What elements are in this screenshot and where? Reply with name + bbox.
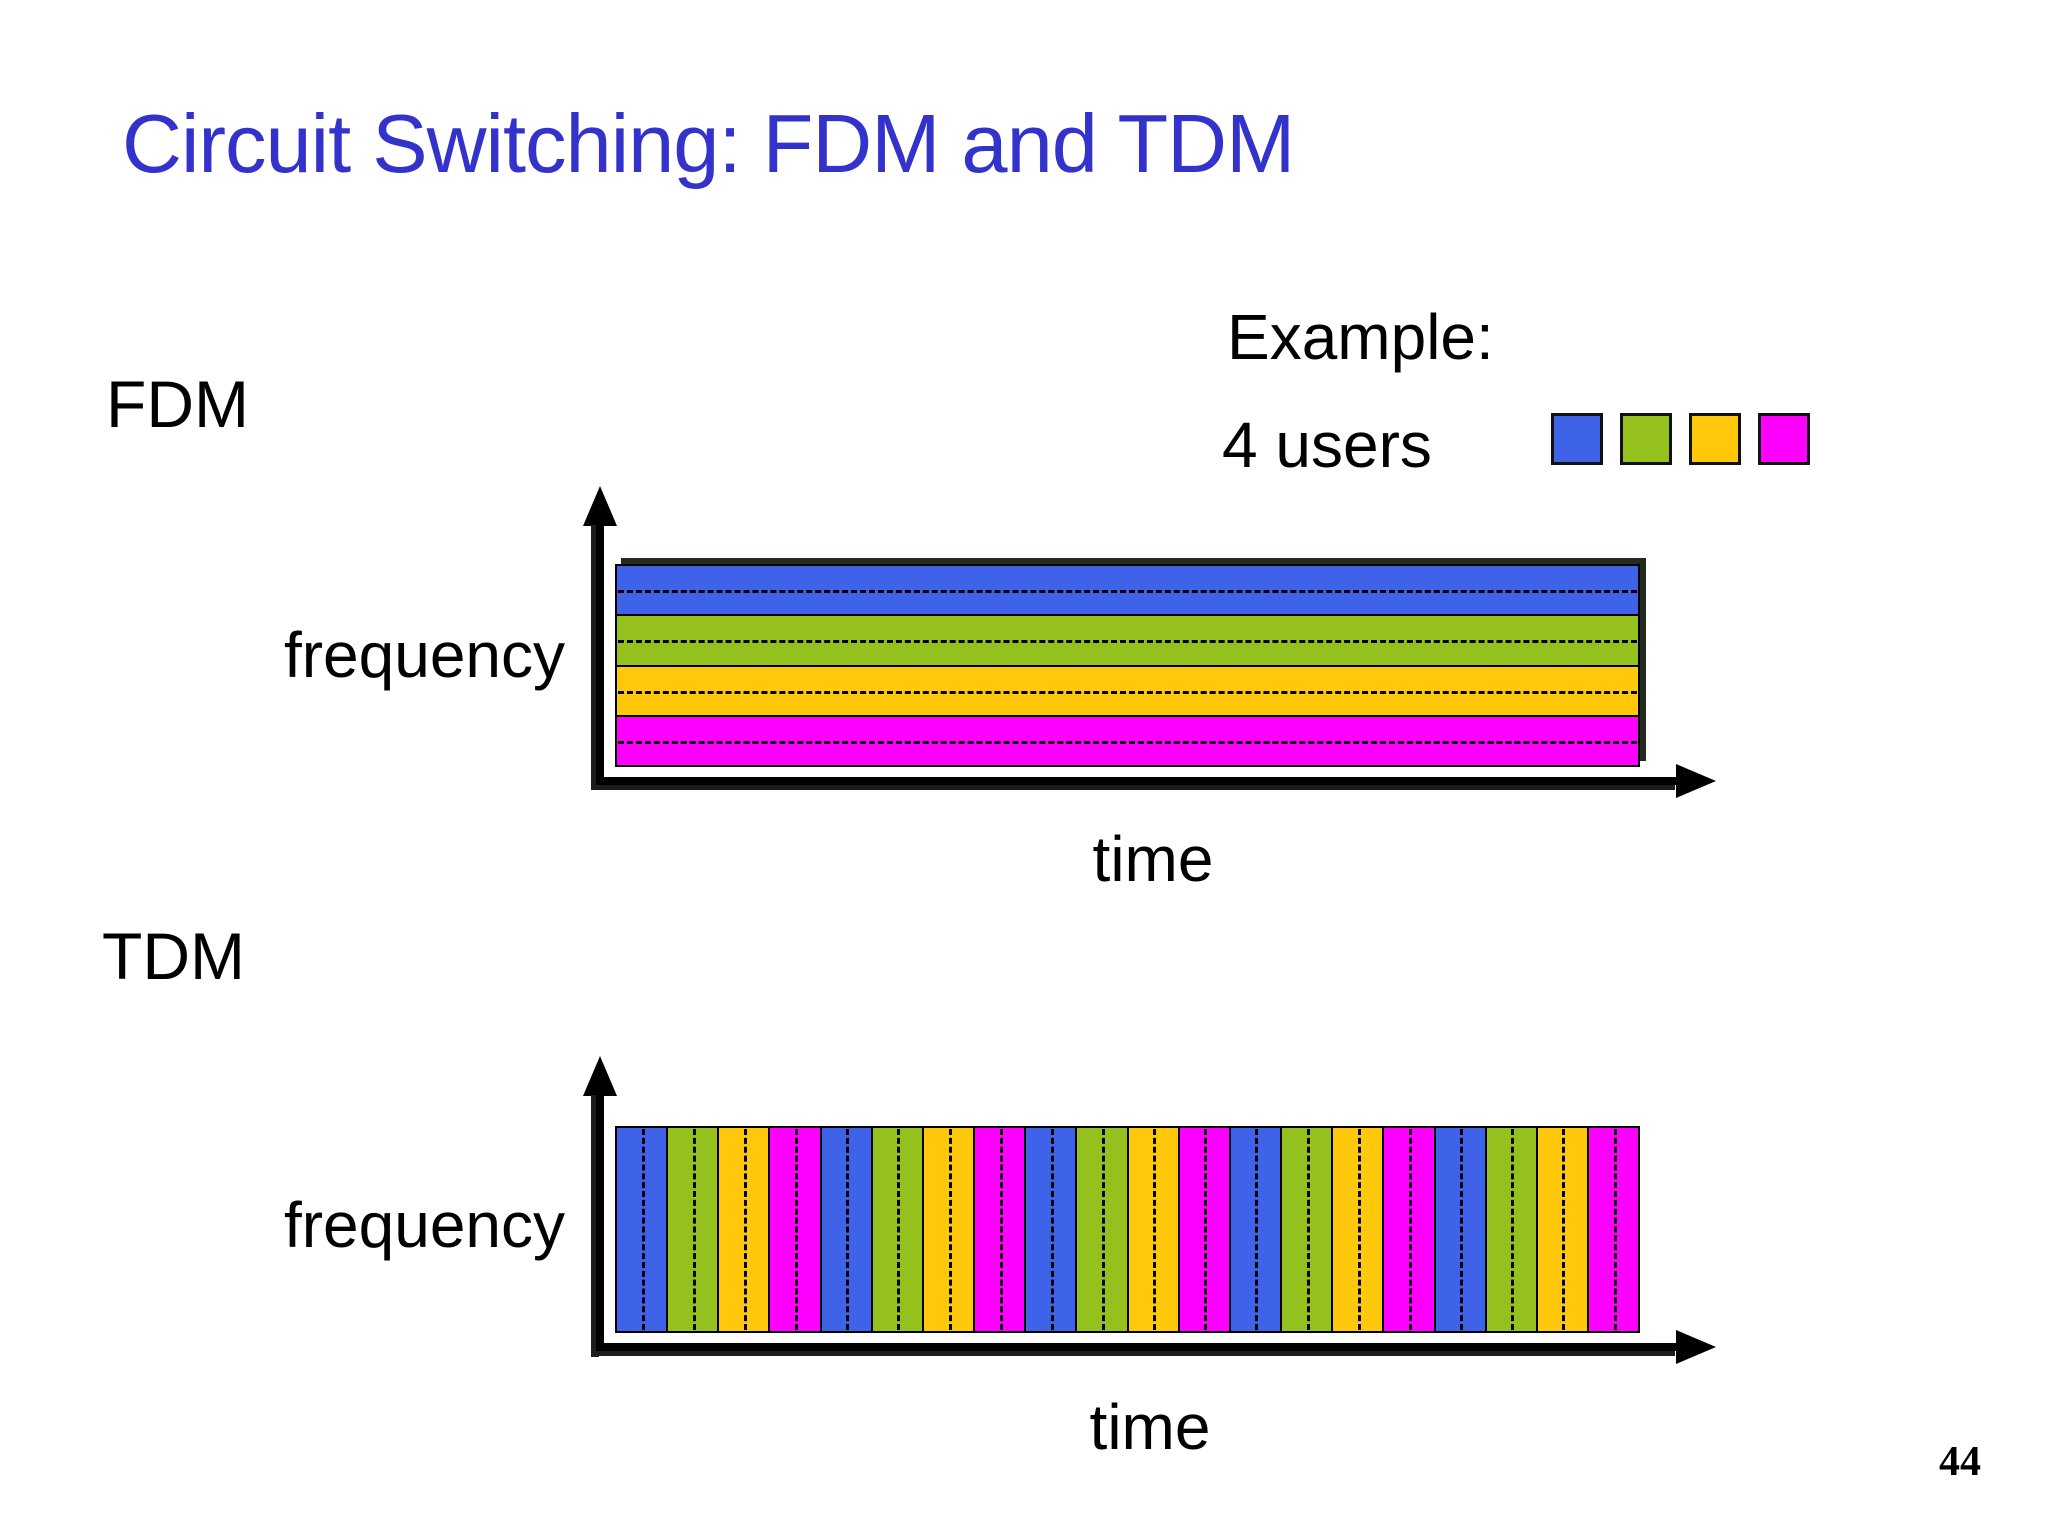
fdm-time-axis [596, 777, 1680, 785]
tdm-frequency-axis-arrow-icon [583, 1056, 617, 1096]
tdm-slot-dashed-line [1562, 1129, 1566, 1330]
fdm-bands [615, 564, 1640, 767]
tdm-slot-user-2 [1075, 1126, 1129, 1333]
fdm-band-dashed-line [618, 640, 1637, 644]
tdm-slot-user-4 [768, 1126, 822, 1333]
tdm-time-axis [596, 1343, 1680, 1351]
fdm-time-label: time [1092, 823, 1214, 895]
tdm-slot-user-2 [1280, 1126, 1334, 1333]
tdm-slot-user-2 [1484, 1126, 1538, 1333]
fdm-band-dashed-line [618, 740, 1637, 744]
tdm-slot-user-1 [819, 1126, 873, 1333]
tdm-slot-user-4 [1586, 1126, 1641, 1333]
example-heading: Example: [1227, 301, 1494, 373]
tdm-slot-user-3 [1535, 1126, 1589, 1333]
fdm-band-dashed-line [618, 590, 1637, 594]
tdm-slot-dashed-line [641, 1129, 645, 1330]
user-legend [1551, 413, 1810, 465]
tdm-time-axis-arrow-icon [1676, 1330, 1716, 1364]
tdm-slot-dashed-line [1613, 1129, 1617, 1330]
users-count-label: 4 users [1222, 409, 1432, 481]
fdm-band-user-2 [615, 614, 1640, 667]
tdm-slot-dashed-line [1408, 1129, 1412, 1330]
tdm-slot-dashed-line [1204, 1129, 1208, 1330]
tdm-slot-user-1 [1024, 1126, 1078, 1333]
page-number: 44 [1939, 1439, 1981, 1485]
tdm-slot-dashed-line [846, 1129, 850, 1330]
fdm-section-label: FDM [106, 367, 249, 441]
tdm-slot-user-4 [1177, 1126, 1231, 1333]
tdm-slot-dashed-line [897, 1129, 901, 1330]
tdm-slot-user-2 [666, 1126, 720, 1333]
tdm-slot-dashed-line [948, 1129, 952, 1330]
tdm-slot-dashed-line [692, 1129, 696, 1330]
tdm-frequency-axis [596, 1090, 604, 1352]
tdm-slot-dashed-line [1306, 1129, 1310, 1330]
tdm-slot-dashed-line [1357, 1129, 1361, 1330]
tdm-slot-user-4 [1382, 1126, 1436, 1333]
tdm-time-label: time [1089, 1391, 1211, 1463]
tdm-slot-dashed-line [1460, 1129, 1464, 1330]
tdm-slot-user-4 [973, 1126, 1027, 1333]
tdm-slot-dashed-line [1050, 1129, 1054, 1330]
tdm-slot-dashed-line [1255, 1129, 1259, 1330]
tdm-slot-dashed-line [795, 1129, 799, 1330]
fdm-frequency-axis [596, 520, 604, 785]
fdm-band-user-3 [615, 664, 1640, 717]
tdm-slot-user-3 [921, 1126, 976, 1333]
tdm-slots [615, 1126, 1641, 1333]
tdm-slot-dashed-line [1101, 1129, 1105, 1330]
slide-title: Circuit Switching: FDM and TDM [122, 97, 1295, 190]
tdm-slot-dashed-line [999, 1129, 1003, 1330]
tdm-slot-user-1 [615, 1126, 669, 1333]
tdm-frequency-label: frequency [283, 1189, 565, 1261]
tdm-slot-user-2 [870, 1126, 924, 1333]
fdm-frequency-label: frequency [283, 619, 565, 691]
fdm-band-user-4 [615, 714, 1640, 767]
user-3-yellow-swatch [1689, 413, 1741, 465]
fdm-frequency-axis-arrow-icon [583, 486, 617, 526]
tdm-slot-user-3 [1331, 1126, 1385, 1333]
tdm-section-label: TDM [102, 919, 245, 993]
fdm-time-axis-arrow-icon [1676, 764, 1716, 798]
fdm-band-dashed-line [618, 690, 1637, 694]
user-1-blue-swatch [1551, 413, 1603, 465]
tdm-slot-user-3 [717, 1126, 771, 1333]
tdm-slot-user-3 [1126, 1126, 1180, 1333]
tdm-slot-dashed-line [1511, 1129, 1515, 1330]
tdm-slot-user-1 [1228, 1126, 1283, 1333]
tdm-slot-dashed-line [743, 1129, 747, 1330]
tdm-slot-user-1 [1433, 1126, 1487, 1333]
tdm-slot-dashed-line [1153, 1129, 1157, 1330]
user-2-green-swatch [1620, 413, 1672, 465]
user-4-magenta-swatch [1758, 413, 1810, 465]
fdm-band-user-1 [615, 564, 1640, 617]
